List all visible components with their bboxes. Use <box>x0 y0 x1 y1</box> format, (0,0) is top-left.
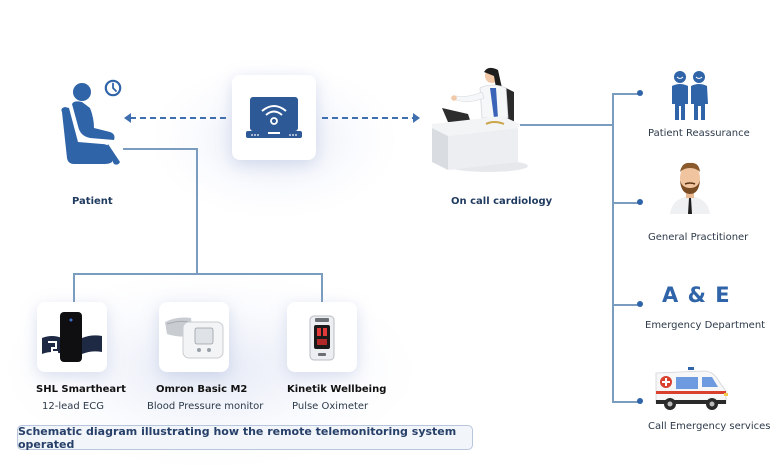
outcome-label: Patient Reassurance <box>648 128 750 139</box>
arrow-head-left-icon <box>124 113 131 123</box>
connector-line <box>196 148 198 274</box>
outcome-label: Emergency Department <box>645 320 766 331</box>
data-flow-arrow-to-cardiology <box>322 117 414 119</box>
laptop-wifi-icon <box>246 95 302 141</box>
connector-line <box>612 401 640 403</box>
connector-line <box>612 202 640 204</box>
connector-dot <box>637 398 643 404</box>
device-card-oximeter <box>287 302 357 372</box>
connector-line <box>73 273 323 275</box>
device-type: 12-lead ECG <box>42 401 104 412</box>
pulse-oximeter-icon <box>309 314 335 362</box>
doctor-at-desk-icon <box>428 66 528 176</box>
two-people-icon <box>668 70 712 120</box>
data-flow-arrow-to-patient <box>130 117 228 119</box>
arrow-head-right-icon <box>413 113 420 123</box>
ecg-device-icon <box>42 308 102 366</box>
device-card-bp <box>159 302 229 372</box>
ambulance-icon <box>654 367 730 411</box>
device-name: SHL Smartheart <box>36 384 126 395</box>
connector-dot <box>637 90 643 96</box>
outcome-label: Call Emergency services <box>648 421 771 432</box>
diagram-caption: Schematic diagram illustrating how the r… <box>17 425 473 451</box>
connector-line <box>321 273 323 303</box>
connector-line <box>612 304 640 306</box>
a-and-e-badge: A & E <box>662 283 731 307</box>
cardiology-label: On call cardiology <box>451 196 553 207</box>
device-type: Pulse Oximeter <box>292 401 369 412</box>
device-card-ecg <box>37 302 107 372</box>
blood-pressure-monitor-icon <box>163 314 225 362</box>
connector-line <box>123 148 197 150</box>
connector-line <box>73 273 75 303</box>
device-name: Kinetik Wellbeing <box>287 384 387 395</box>
patient-label: Patient <box>72 196 113 207</box>
connector-dot <box>637 301 643 307</box>
connector-line <box>612 93 640 95</box>
device-name: Omron Basic M2 <box>156 384 248 395</box>
clock-icon <box>104 79 122 97</box>
doctor-man-icon <box>668 160 712 214</box>
connector-line <box>612 93 614 402</box>
outcome-label: General Practitioner <box>648 232 749 243</box>
seated-patient-icon <box>58 78 128 168</box>
connector-dot <box>637 199 643 205</box>
connector-line <box>520 124 613 126</box>
device-type: Blood Pressure monitor <box>147 401 264 412</box>
laptop-wifi-card <box>232 75 316 160</box>
